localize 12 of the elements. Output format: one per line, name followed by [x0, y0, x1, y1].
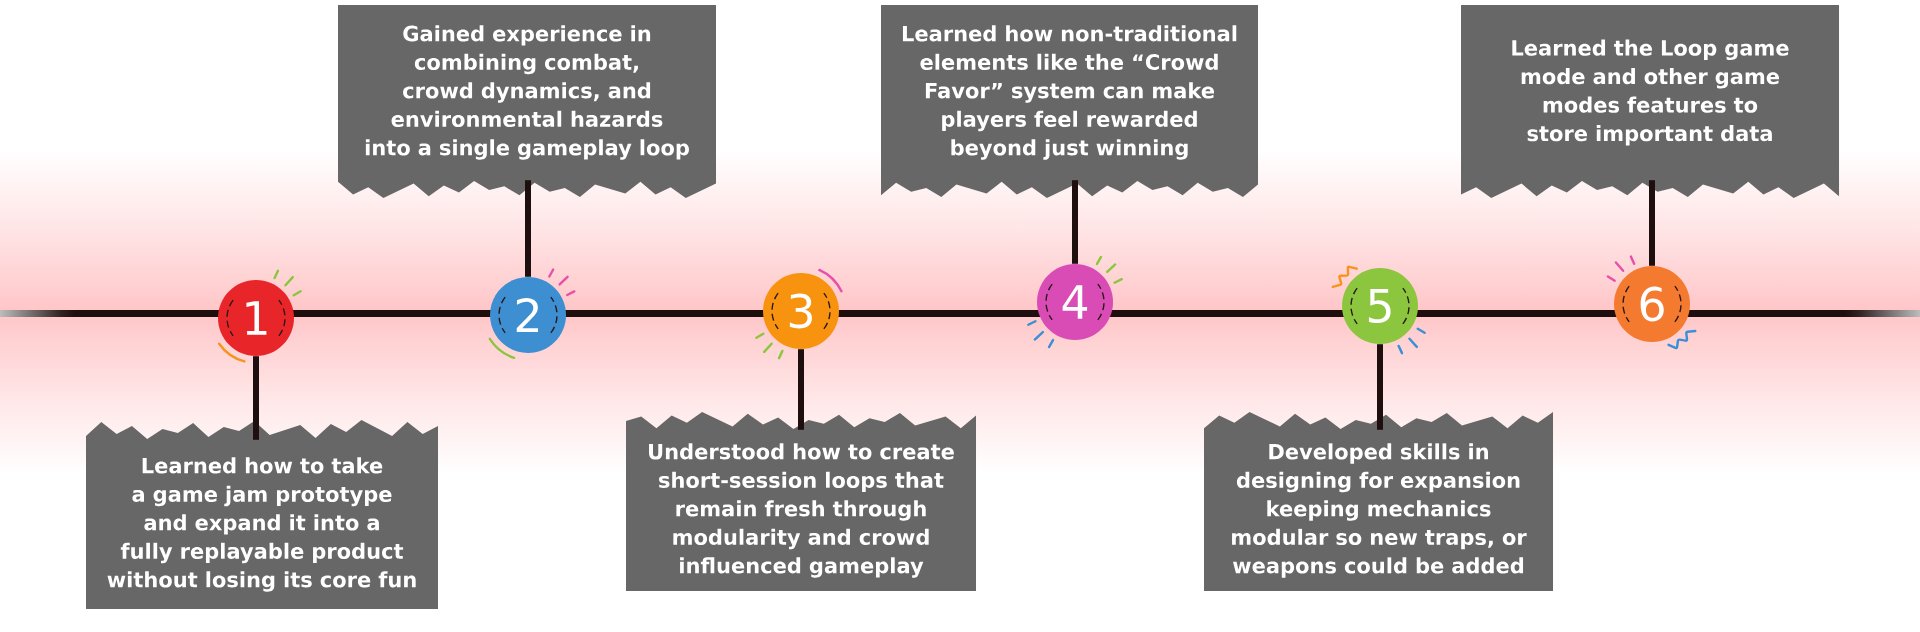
- connector-line: [1649, 180, 1655, 266]
- text-box: Learned how to take a game jam prototype and expand it into a fully replayable product without losing its core fun: [86, 420, 438, 609]
- connector-line: [253, 356, 259, 440]
- connector-line: [1377, 344, 1383, 430]
- text-box: Learned the Loop game mode and other game modes features to store important data: [1461, 5, 1839, 198]
- connector-line: [798, 349, 804, 430]
- connector-line: [1072, 180, 1078, 264]
- text-box: Developed skills in designing for expansion keeping mechanics modular so new traps, or weapons could be added: [1204, 412, 1553, 591]
- text-box: Understood how to create short-session loops that remain fresh through modularity and crowd influenced gameplay: [626, 412, 976, 591]
- connector-line: [525, 180, 531, 277]
- text-box: Gained experience in combining combat, crowd dynamics, and environmental hazards into a single gameplay loop: [338, 5, 716, 198]
- text-box: Learned how non-traditional elements like the “Crowd Favor” system can make players feel rewarded beyond just winning: [881, 5, 1258, 198]
